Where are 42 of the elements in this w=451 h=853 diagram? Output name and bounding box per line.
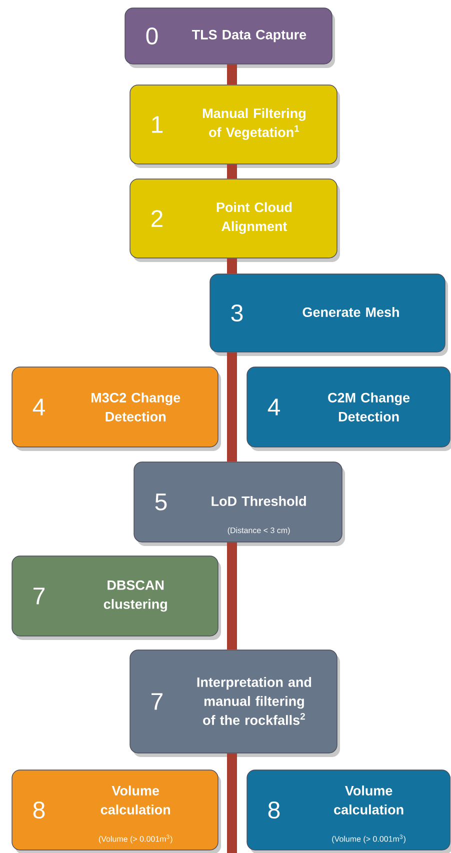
timeline-bar: [227, 164, 237, 179]
step-label: Point Cloud Alignment: [216, 202, 292, 234]
process-box: [134, 462, 345, 546]
process-box: [246, 366, 451, 451]
step-label: M3C2 Change Detection: [92, 392, 180, 422]
step-label: TLS Data Capture: [192, 30, 306, 42]
step-number: 8: [268, 802, 280, 818]
step-label: DBSCAN clustering: [104, 580, 167, 612]
process-box: [130, 178, 340, 262]
step-label: Manual Filtering of Vegetation$^{1}$: [202, 108, 306, 140]
step-label: Volume calculation: [334, 786, 404, 814]
step-number: 7: [34, 588, 44, 604]
step-note: (Volume (> 0.001m$^{3}$): [98, 834, 172, 844]
timeline-bar: [227, 64, 237, 85]
step-note: (Volume (> 0.001m$^{3}$): [332, 834, 406, 844]
timeline-bar: [227, 753, 237, 853]
step-number: 5: [155, 494, 167, 510]
step-number: 7: [152, 693, 162, 710]
step-label: LoD Threshold: [212, 496, 306, 506]
process-box: [130, 84, 340, 168]
process-box: [12, 556, 221, 640]
step-number: 3: [231, 304, 243, 322]
step-number: 0: [146, 28, 158, 44]
process-box: [210, 274, 448, 356]
process-box: [12, 366, 221, 451]
process-box: [124, 8, 335, 68]
step-note: (Distance < 3 cm): [228, 527, 290, 535]
step-label: Interpretation and manual filtering of the rockfalls$^{2}$: [197, 677, 312, 725]
step-number: 1: [152, 116, 162, 133]
step-number: 2: [152, 210, 162, 227]
step-label: C2M Change Detection: [328, 392, 410, 422]
step-label: Generate Mesh: [302, 307, 399, 317]
timeline-bar: [227, 258, 237, 274]
process-box: [12, 770, 221, 853]
step-number: 8: [33, 802, 45, 818]
process-box: [130, 650, 340, 757]
step-label: Volume calculation: [100, 786, 170, 814]
process-box: [246, 770, 451, 853]
step-number: 4: [32, 398, 45, 416]
timeline-bar: [227, 352, 237, 462]
timeline-bar: [227, 542, 237, 650]
step-number: 4: [268, 398, 280, 416]
